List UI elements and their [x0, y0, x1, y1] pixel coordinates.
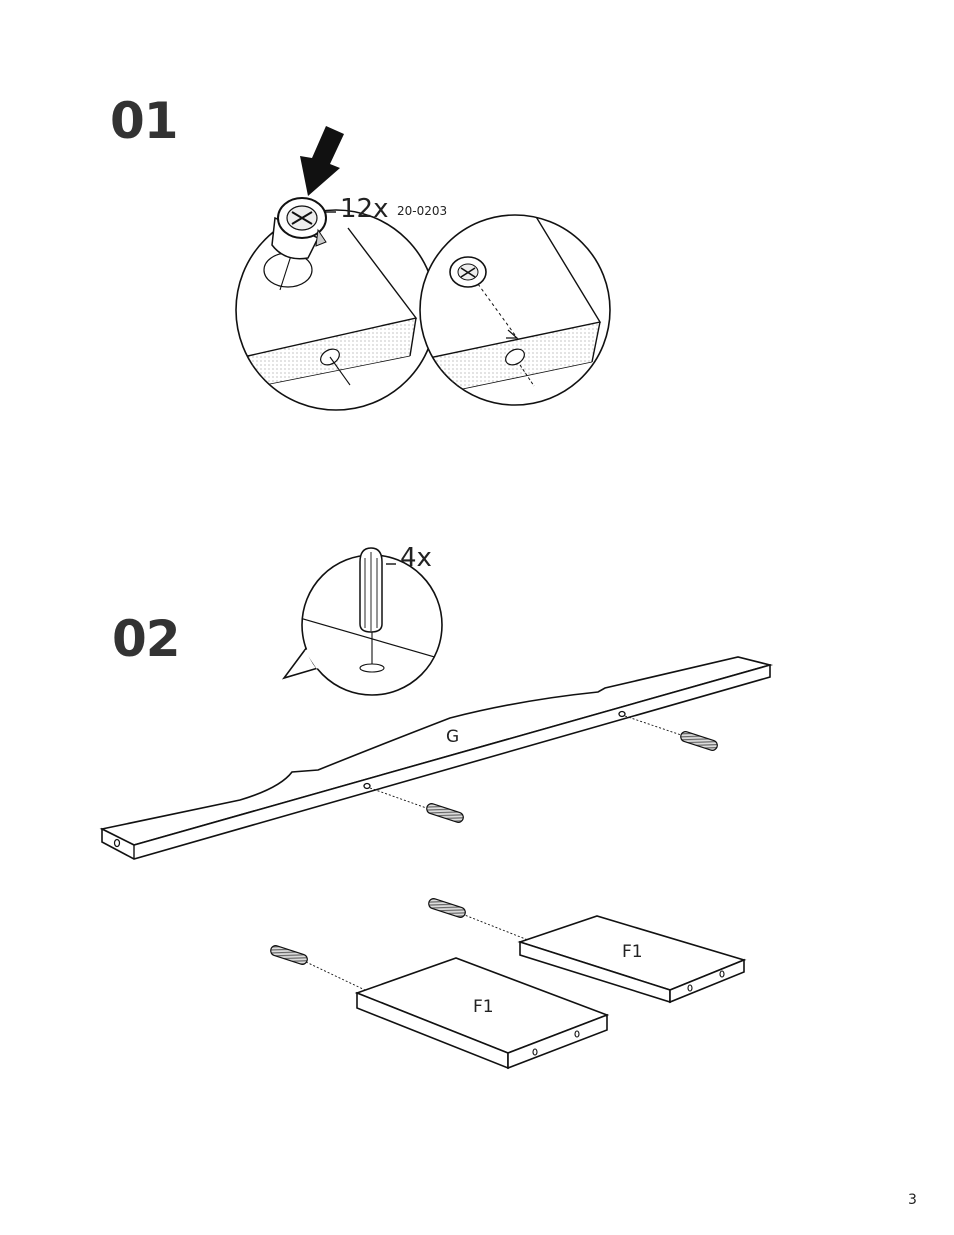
- panel-f1-lower: [306, 958, 607, 1068]
- dowel-f1-upper: [427, 897, 466, 918]
- part-label-g: G: [446, 727, 459, 747]
- dowel-f1-lower: [269, 944, 308, 965]
- step2-quantity: 4x: [400, 543, 432, 573]
- part-label-f1-upper: F1: [622, 942, 643, 962]
- board-g: [102, 657, 770, 859]
- step1-quantity: 12x: [340, 194, 388, 224]
- step-number-02: 02: [112, 610, 180, 668]
- dowel-g-left: [425, 802, 464, 823]
- page-number: 3: [908, 1192, 917, 1208]
- step1-detail-left: [230, 210, 436, 410]
- step1-detail-right: [410, 215, 610, 405]
- down-arrow-icon: [300, 126, 344, 196]
- step1-part-code: 20-0203: [397, 204, 447, 218]
- part-label-f1-lower: F1: [473, 997, 494, 1017]
- step-number-01: 01: [110, 92, 178, 150]
- dowel-g-right: [679, 730, 718, 751]
